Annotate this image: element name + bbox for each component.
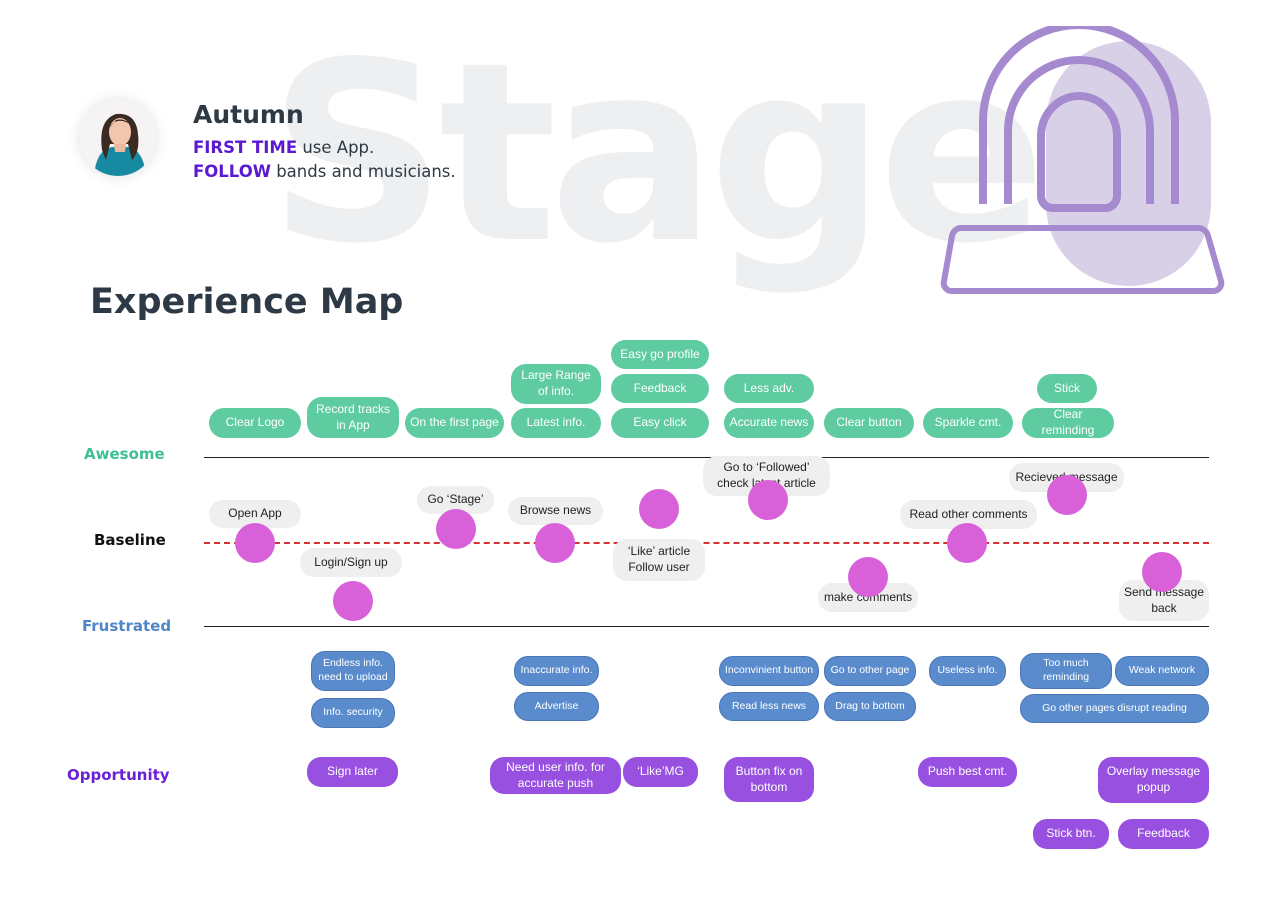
positive-pill: Stick [1037,374,1097,403]
emotion-dot [235,523,275,563]
opportunity-pill: Stick btn. [1033,819,1109,849]
positive-pill: Feedback [611,374,709,403]
positive-pill: Sparkle cmt. [923,408,1013,438]
emotion-dot [639,489,679,530]
opportunity-pill: Push best cmt. [918,757,1017,787]
emotion-dot [748,479,788,520]
pain-point-pill: Inconvinient button [719,656,819,686]
persona-name: Autumn [193,100,304,129]
awesome-line [204,457,1209,458]
positive-pill: Latest info. [511,408,601,438]
positive-pill: On the first page [405,408,504,438]
opportunity-pill: Button fix on bottom [724,757,814,802]
opportunity-pill: Overlay message popup [1098,757,1209,803]
positive-pill: Easy go profile [611,340,709,369]
first-time-emphasis: FIRST TIME [193,138,298,157]
step-pill: Send message back [1119,580,1209,621]
frustrated-line [204,626,1209,627]
positive-pill: Less adv. [724,374,814,403]
stage-watermark: Stage [268,10,1046,298]
pain-point-pill: Inaccurate info. [514,656,599,686]
baseline-dashed-line [204,542,1209,544]
positive-pill: Clear Logo [209,408,301,438]
emotion-dot [1047,475,1087,515]
step-pill: Browse news [508,497,603,525]
pain-point-pill: Advertise [514,692,599,721]
row-label-opportunity: Opportunity [67,766,170,784]
follow-emphasis: FOLLOW [193,162,271,181]
emotion-dot [535,523,575,563]
opportunity-pill: Feedback [1118,819,1209,849]
pain-point-pill: Go other pages disrupt reading [1020,694,1209,723]
follow-text: bands and musicians. [270,162,456,181]
emotion-dot [947,523,987,563]
pain-point-pill: Info. security [311,698,395,728]
positive-pill: Clear button [824,408,914,438]
emotion-dot [848,556,888,597]
row-label-baseline: Baseline [94,531,166,549]
opportunity-pill: Need user info. for accurate push [490,757,621,794]
opportunity-pill: ‘Like’MG [623,757,698,787]
step-pill: Go ‘Stage’ [417,486,494,514]
persona-avatar [80,100,156,176]
emotion-dot [1142,551,1182,592]
persona-line-first-time: FIRST TIME use App. [193,138,374,157]
positive-pill: Accurate news [724,408,814,438]
page-title: Experience Map [90,282,404,322]
pain-point-pill: Weak network [1115,656,1209,686]
positive-pill: Record tracks in App [307,397,399,438]
emotion-dot [333,580,373,621]
row-label-frustrated: Frustrated [82,617,172,635]
persona-line-follow: FOLLOW bands and musicians. [193,162,456,181]
row-label-awesome: Awesome [84,445,165,463]
step-pill: ‘Like’ article Follow user [613,539,705,581]
positive-pill: Clear reminding [1022,407,1114,438]
step-pill: Login/Sign up [300,548,402,577]
positive-pill: Large Range of info. [511,364,601,404]
opportunity-pill: Sign later [307,757,398,787]
pain-point-pill: Too much reminding [1020,653,1112,689]
pain-point-pill: Drag to bottom [824,692,916,721]
emotion-dot [436,508,476,549]
pain-point-pill: Useless info. [929,656,1006,686]
first-time-text: use App. [297,138,375,157]
pain-point-pill: Read less news [719,692,819,721]
pain-point-pill: Go to other page [824,656,916,686]
positive-pill: Easy click [611,408,709,438]
stage-logo-icon [940,26,1225,294]
avatar-portrait-icon [80,100,156,176]
pain-point-pill: Endless info. need to upload [311,651,395,691]
